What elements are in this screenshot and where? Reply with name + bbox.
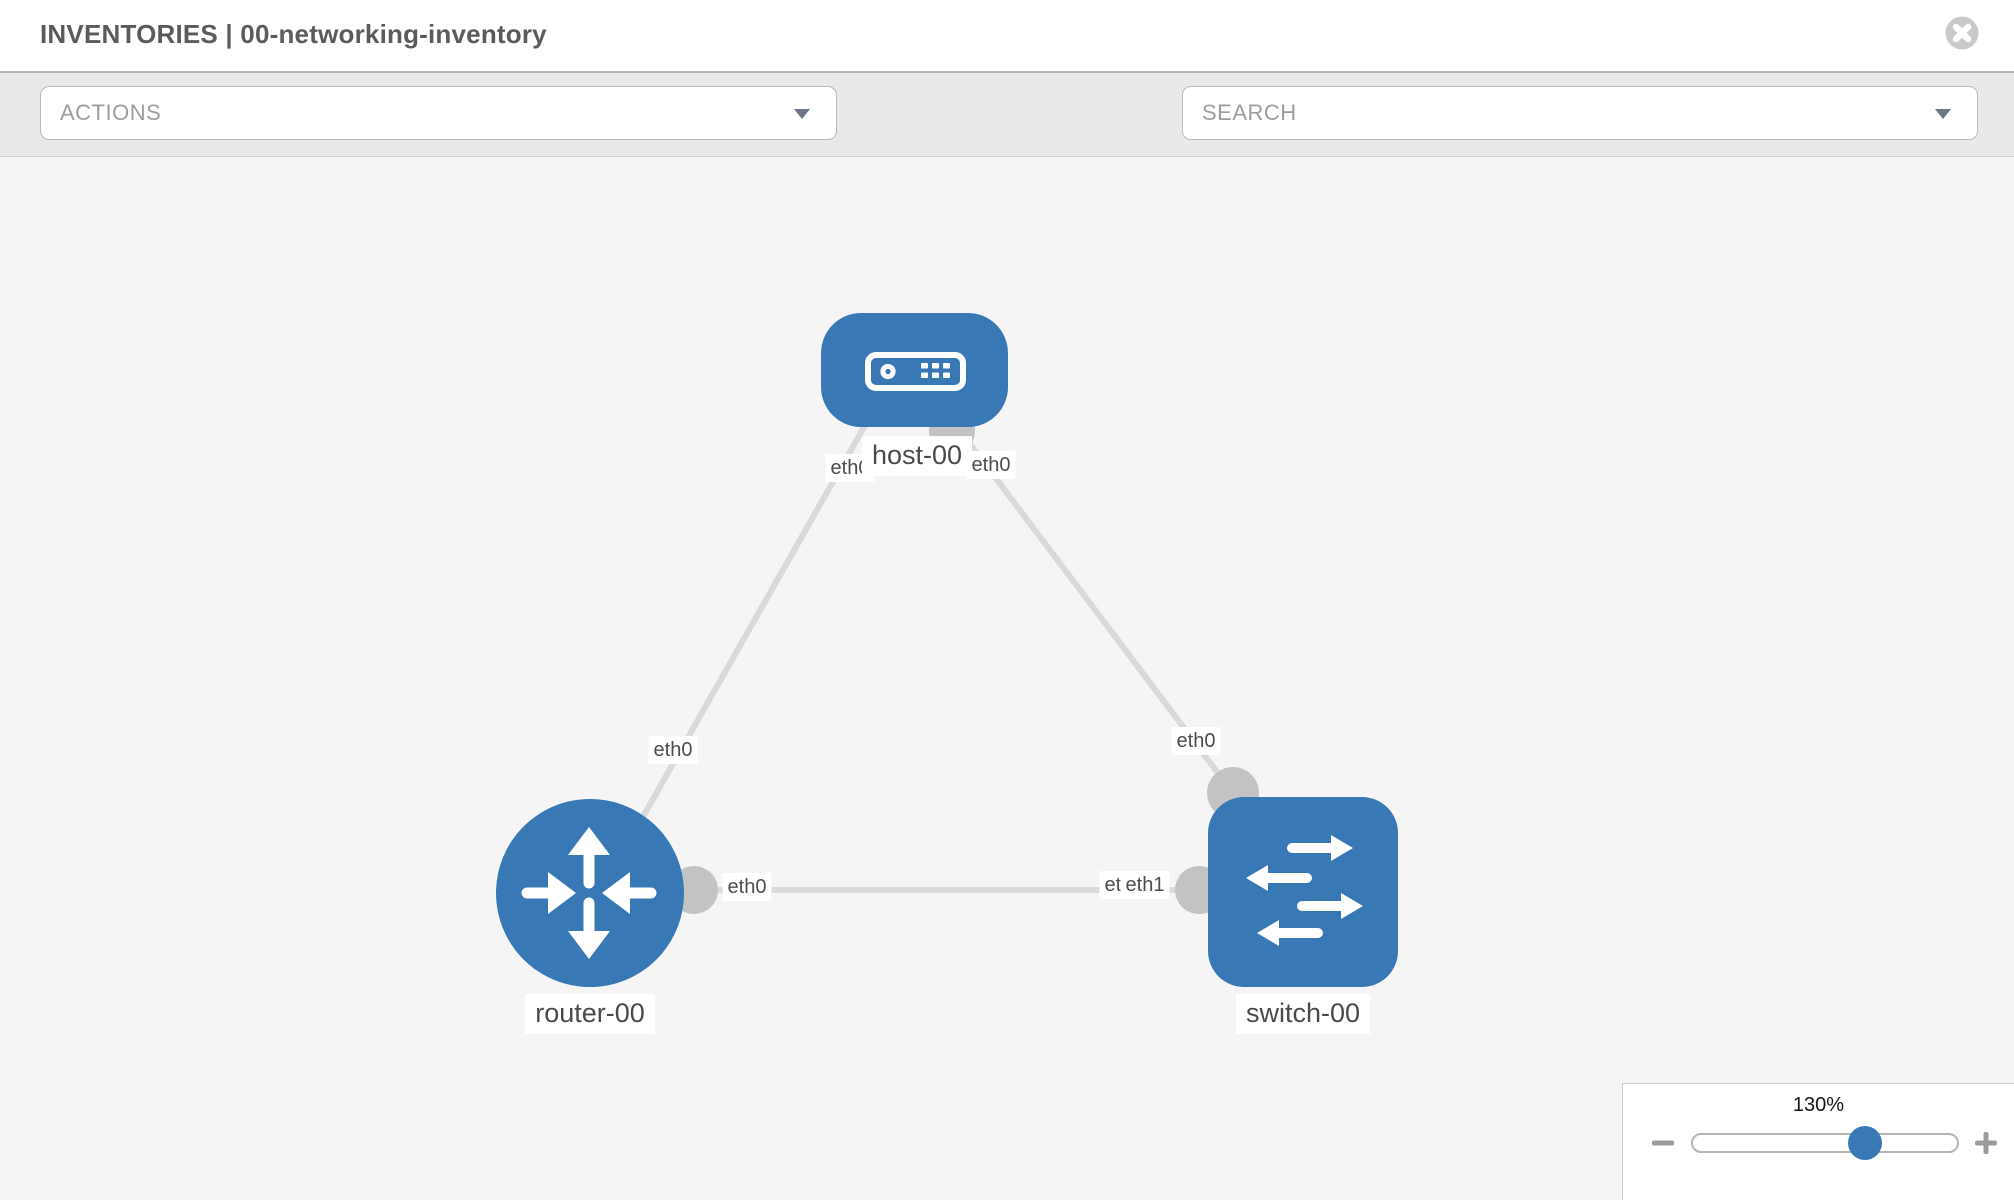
router-icon [521, 827, 657, 959]
interface-label: eth0 [966, 451, 1016, 479]
close-button[interactable] [1944, 15, 1980, 51]
interface-label: eth0 [722, 873, 772, 901]
toolbar: ACTIONS SEARCH [0, 71, 2014, 204]
node-label-router: router-00 [525, 994, 655, 1034]
zoom-slider-handle[interactable] [1848, 1126, 1882, 1160]
zoom-out-button[interactable] [1650, 1130, 1676, 1156]
zoom-level: 130% [1792, 1094, 1845, 1116]
topology-canvas[interactable]: eth0 eth0 eth0 eth0 eth0 eth0 eth1 host-… [0, 157, 2014, 1200]
minus-icon [1652, 1140, 1674, 1146]
actions-dropdown-label: ACTIONS [60, 100, 162, 125]
interface-label: eth0 [648, 736, 698, 764]
node-switch-00[interactable] [1208, 797, 1398, 987]
node-router-00[interactable] [496, 799, 684, 987]
zoom-panel: 130% [1622, 1083, 2014, 1200]
page-title: INVENTORIES | 00-networking-inventory [40, 19, 547, 49]
node-label-host: host-00 [861, 436, 973, 476]
close-icon [1945, 16, 1979, 50]
chevron-down-icon [1935, 109, 1951, 119]
search-dropdown[interactable]: SEARCH [1182, 86, 1978, 140]
host-icon [865, 352, 966, 391]
header: INVENTORIES | 00-networking-inventory [0, 0, 2014, 71]
switch-icon [1246, 835, 1363, 946]
node-label-switch: switch-00 [1235, 994, 1371, 1034]
chevron-down-icon [794, 109, 810, 119]
zoom-in-button[interactable] [1973, 1130, 1999, 1156]
node-host-00[interactable] [821, 313, 1008, 427]
interface-label: eth0 [1171, 727, 1221, 755]
zoom-slider[interactable] [1691, 1126, 1959, 1160]
plus-icon [1975, 1132, 1997, 1154]
interface-label: eth1 [1120, 871, 1170, 899]
search-dropdown-label: SEARCH [1202, 100, 1297, 125]
actions-dropdown[interactable]: ACTIONS [40, 86, 837, 140]
